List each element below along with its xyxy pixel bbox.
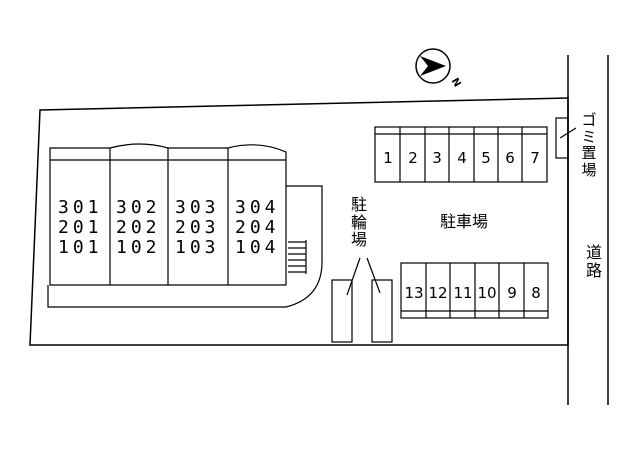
parking-slot-number: 8 (531, 284, 541, 302)
bicycle-parking-area (331, 257, 393, 343)
parking-slot-number: 10 (477, 284, 497, 302)
parking-slot-number: 7 (530, 149, 540, 167)
road-label: 道路 (585, 243, 602, 280)
garbage-area (555, 117, 577, 159)
parking-slot-number: 13 (404, 284, 424, 302)
parking-slot-number: 4 (457, 149, 467, 167)
unit-number: 204 (235, 217, 280, 238)
bicycle-parking-label: 駐輪場 (350, 195, 367, 250)
garbage-area-label: ゴミ置場 (581, 111, 597, 179)
parking-slot-number: 12 (428, 284, 448, 302)
north-arrow-icon (415, 48, 451, 84)
unit-number: 301 (58, 197, 103, 218)
parking-label: 駐車場 (440, 212, 489, 231)
parking-slot-number: 2 (408, 149, 418, 167)
parking-slot-number: 1 (383, 149, 393, 167)
unit-number: 203 (175, 217, 220, 238)
parking-slot-number: 5 (481, 149, 491, 167)
parking-row-top (374, 126, 548, 183)
parking-slot-number: 3 (432, 149, 442, 167)
unit-number: 202 (116, 217, 161, 238)
unit-column-1: 301 201 101 (58, 199, 103, 259)
unit-column-3: 303 203 103 (175, 199, 220, 259)
unit-number: 101 (58, 237, 103, 258)
unit-number: 302 (116, 197, 161, 218)
unit-number: 304 (235, 197, 280, 218)
unit-number: 303 (175, 197, 220, 218)
parking-slot-number: 9 (507, 284, 517, 302)
unit-column-2: 302 202 102 (116, 199, 161, 259)
unit-column-4: 304 204 104 (235, 199, 280, 259)
parking-slot-number: 11 (453, 284, 473, 302)
unit-number: 201 (58, 217, 103, 238)
parking-row-bottom (400, 262, 549, 319)
parking-slot-number: 6 (505, 149, 515, 167)
unit-number: 103 (175, 237, 220, 258)
apartment-building (47, 143, 323, 308)
unit-number: 104 (235, 237, 280, 258)
unit-number: 102 (116, 237, 161, 258)
